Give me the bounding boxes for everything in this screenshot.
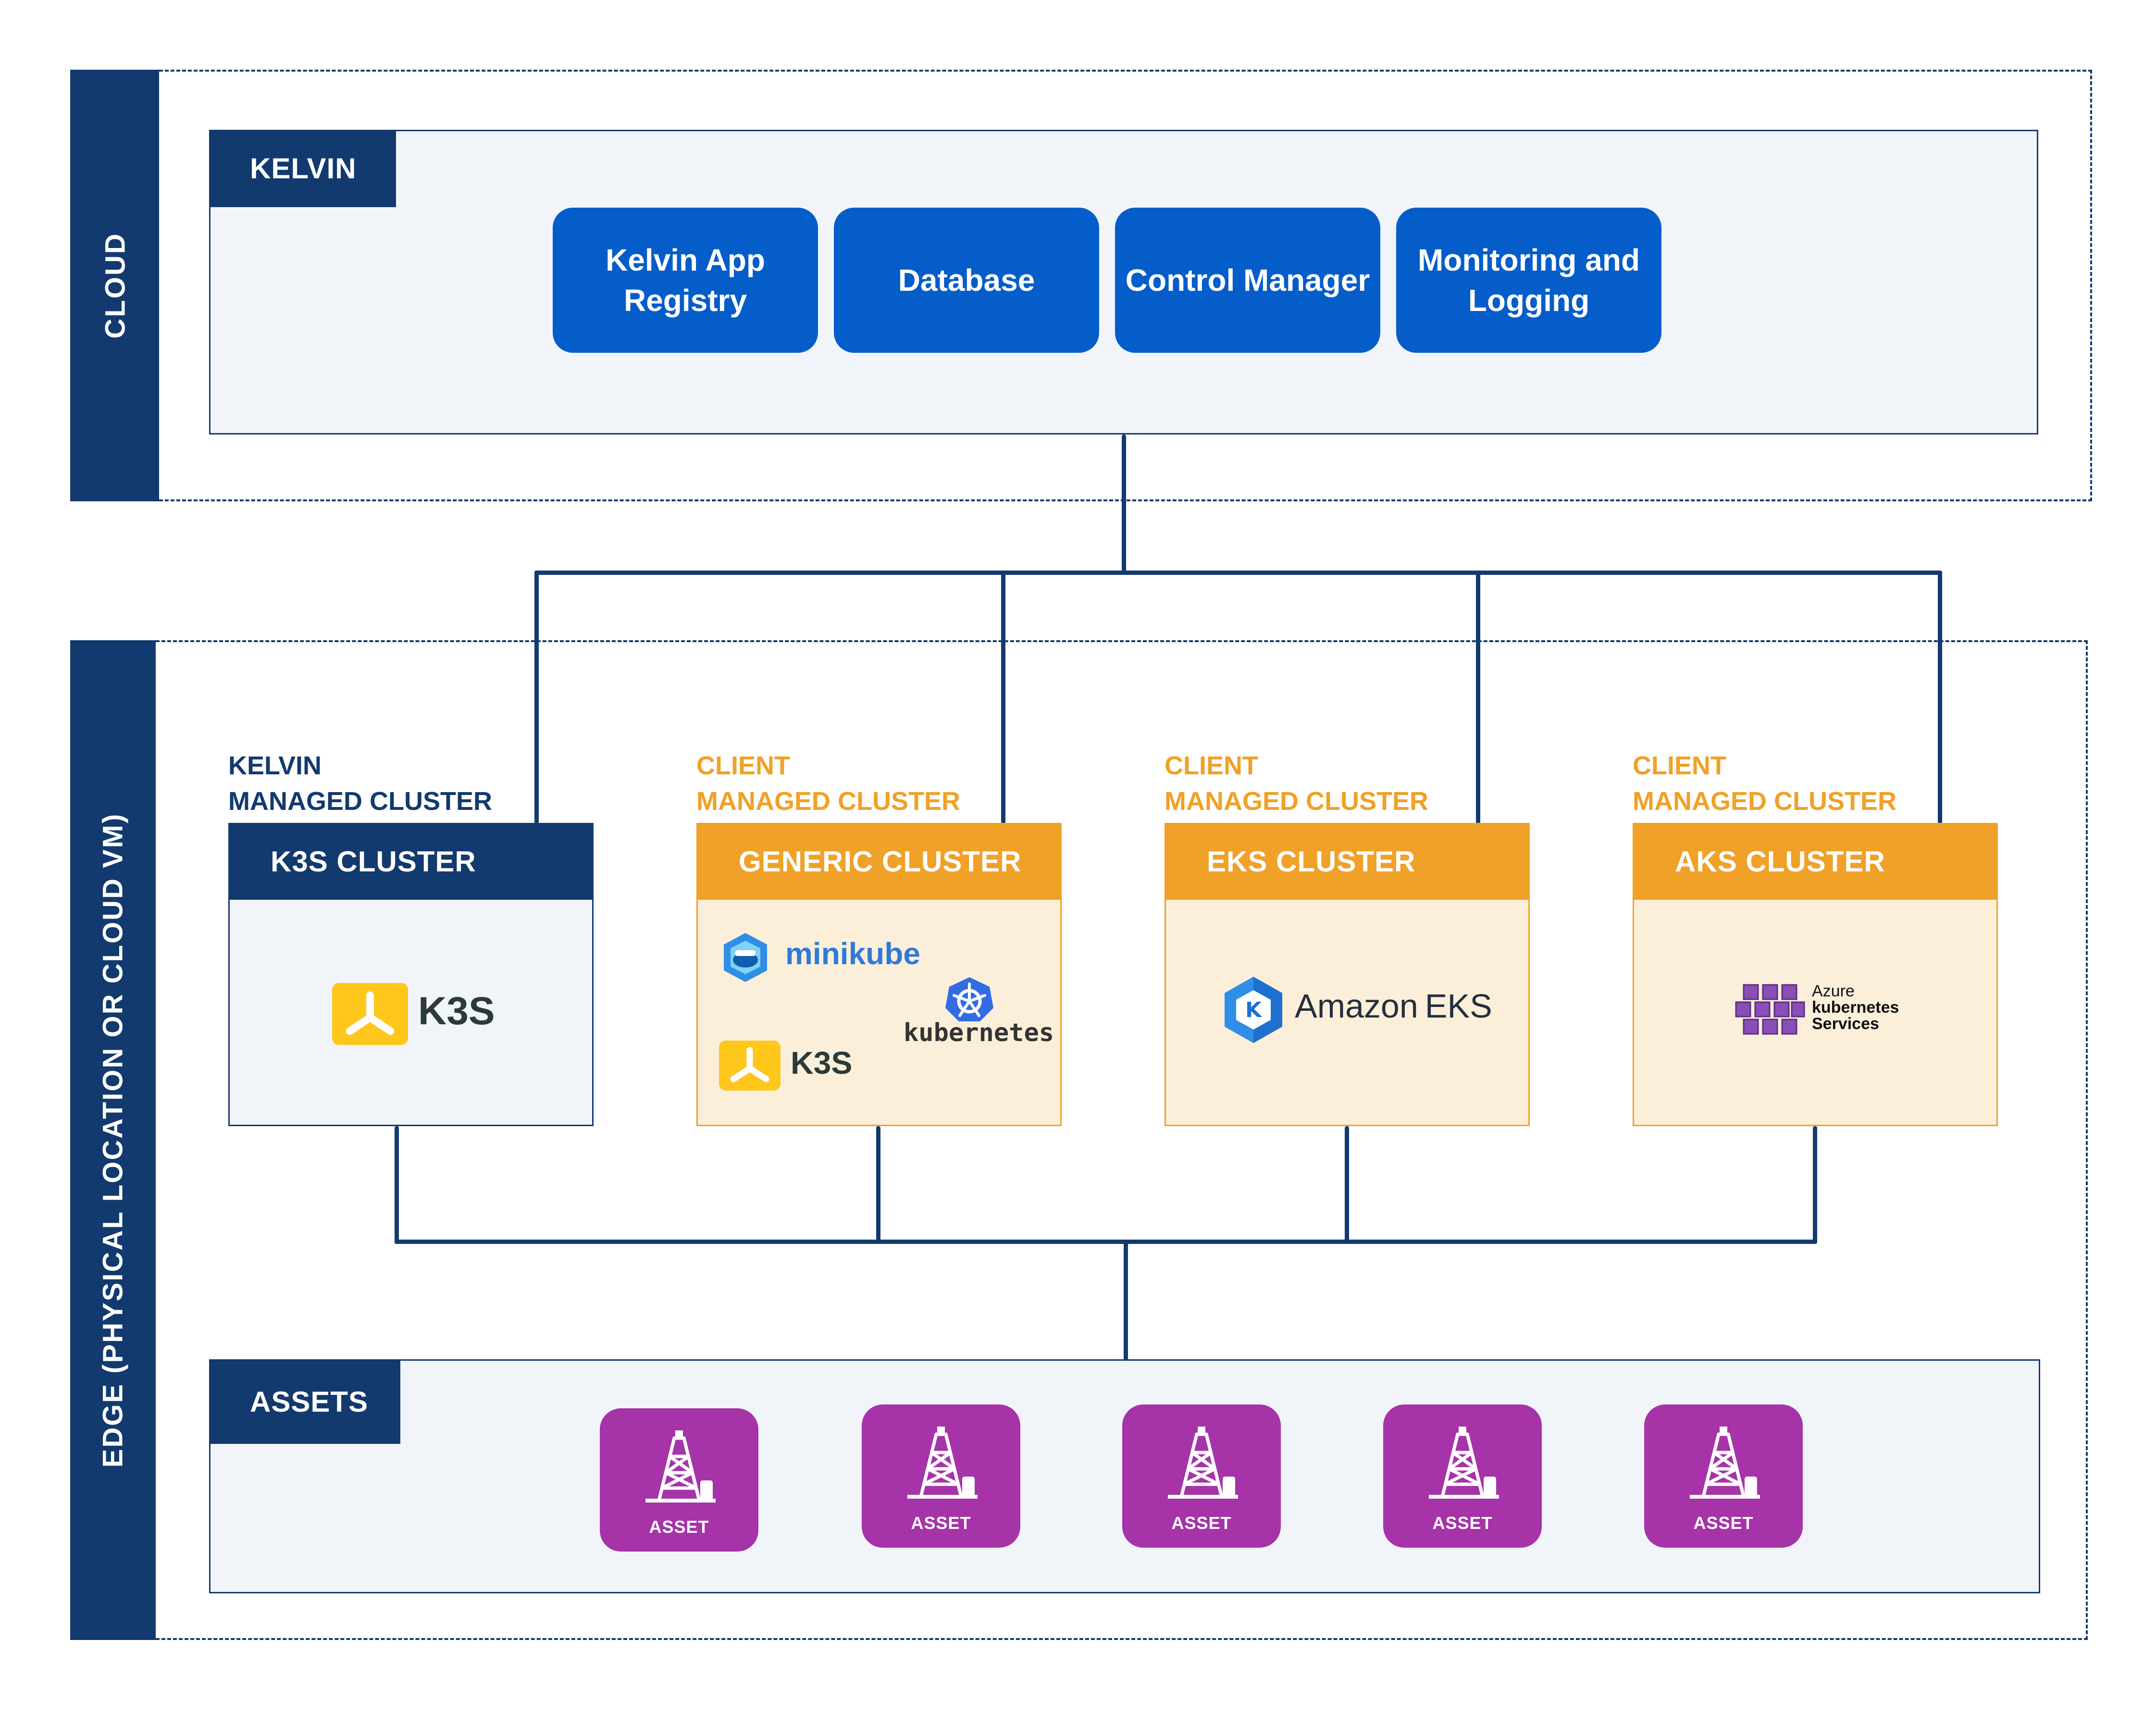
kubernetes-word: kubernetes: [1812, 998, 1899, 1017]
assets-panel-title: ASSETS: [209, 1359, 400, 1444]
connector-asset-trunk: [1124, 1240, 1128, 1360]
svg-text:K: K: [1245, 998, 1263, 1022]
minikube-icon: [724, 933, 767, 982]
caption-line-1: KELVIN: [228, 751, 322, 780]
connector-to-aks-cluster: [1938, 571, 1942, 824]
asset-label: ASSET: [911, 1513, 971, 1533]
generic-cluster-title: GENERIC CLUSTER: [696, 823, 1062, 900]
caption-line-1: CLIENT: [1165, 751, 1258, 780]
connector-to-k3s-cluster: [534, 571, 539, 824]
edge-zone-label: EDGE (PHYSICAL LOCATION OR CLOUD VM): [97, 812, 129, 1468]
oil-rig-icon: [1168, 1427, 1238, 1499]
oil-rig-icon: [1429, 1427, 1499, 1499]
asset-tile[interactable]: ASSET: [1122, 1404, 1281, 1548]
kubernetes-logo-text: kubernetes: [904, 1018, 1054, 1047]
connector-from-k3s-cluster: [395, 1126, 399, 1244]
edge-zone-band: [70, 640, 156, 1640]
caption-line-2: MANAGED CLUSTER: [696, 787, 960, 816]
cluster-caption-aks: CLIENT MANAGED CLUSTER: [1633, 748, 1896, 819]
cloud-zone-band: [70, 70, 159, 501]
cluster-caption-k3s: KELVIN MANAGED CLUSTER: [228, 748, 492, 819]
connector-from-aks-cluster: [1813, 1126, 1817, 1244]
connector-from-eks-cluster: [1345, 1126, 1349, 1244]
service-control-manager[interactable]: Control Manager: [1115, 208, 1380, 353]
connector-cloud-trunk: [1122, 435, 1126, 575]
aks-cluster-title: AKS CLUSTER: [1633, 823, 1998, 900]
k3s-logo-icon: [719, 1041, 781, 1091]
k3s-cluster-card[interactable]: K3S CLUSTER K3S: [228, 823, 594, 1126]
amazon-word: Amazon: [1295, 987, 1418, 1025]
oil-rig-icon: [907, 1427, 978, 1499]
connector-cloud-bus: [534, 571, 1942, 575]
asset-label: ASSET: [649, 1517, 709, 1537]
asset-tile[interactable]: ASSET: [600, 1408, 758, 1552]
oil-rig-icon: [1690, 1427, 1760, 1499]
k3s-cluster-title: K3S CLUSTER: [228, 823, 594, 900]
asset-label: ASSET: [1171, 1513, 1232, 1533]
services-word: Services: [1812, 1015, 1879, 1033]
edge-zone-border: [156, 640, 2088, 1640]
caption-line-1: CLIENT: [1633, 751, 1726, 780]
service-kelvin-app-registry[interactable]: Kelvin App Registry: [553, 208, 818, 353]
cluster-caption-eks: CLIENT MANAGED CLUSTER: [1165, 748, 1428, 819]
kubernetes-helm-icon: [945, 977, 993, 1021]
cluster-caption-generic: CLIENT MANAGED CLUSTER: [696, 748, 960, 819]
generic-cluster-card[interactable]: GENERIC CLUSTER minikube kubernetes K3S: [696, 823, 1062, 1126]
connector-asset-bus: [395, 1240, 1817, 1244]
service-monitoring-logging[interactable]: Monitoring and Logging: [1396, 208, 1661, 353]
minikube-logo-text: minikube: [785, 936, 920, 971]
connector-from-generic-cluster: [876, 1126, 880, 1244]
asset-tile[interactable]: ASSET: [1644, 1404, 1803, 1548]
k3s-logo-text: K3S: [418, 989, 495, 1033]
service-database[interactable]: Database: [834, 208, 1099, 353]
k3s-logo-icon: [332, 983, 408, 1045]
connector-to-generic-cluster: [1001, 571, 1005, 824]
amazon-eks-icon: K: [1225, 977, 1282, 1043]
eks-word: EKS: [1425, 987, 1492, 1025]
caption-line-2: MANAGED CLUSTER: [1633, 787, 1896, 816]
cloud-zone-label: CLOUD: [99, 232, 131, 339]
asset-label: ASSET: [1432, 1513, 1493, 1533]
eks-cluster-title: EKS CLUSTER: [1165, 823, 1530, 900]
asset-tile[interactable]: ASSET: [1383, 1404, 1542, 1548]
connector-to-eks-cluster: [1476, 571, 1480, 824]
k3s-logo-text: K3S: [791, 1045, 853, 1081]
caption-line-2: MANAGED CLUSTER: [228, 787, 492, 816]
kelvin-panel-title: KELVIN: [209, 130, 396, 207]
aks-cluster-card[interactable]: AKS CLUSTER Azure kubernetes Services: [1633, 823, 1998, 1126]
oil-rig-icon: [645, 1430, 716, 1503]
asset-tile[interactable]: ASSET: [862, 1404, 1020, 1548]
aks-logo-text: Azure kubernetes Services: [1812, 983, 1899, 1032]
azure-word: Azure: [1812, 982, 1855, 1000]
caption-line-1: CLIENT: [696, 751, 790, 780]
asset-label: ASSET: [1693, 1513, 1754, 1533]
azure-aks-icon: [1735, 984, 1805, 1035]
caption-line-2: MANAGED CLUSTER: [1165, 787, 1428, 816]
